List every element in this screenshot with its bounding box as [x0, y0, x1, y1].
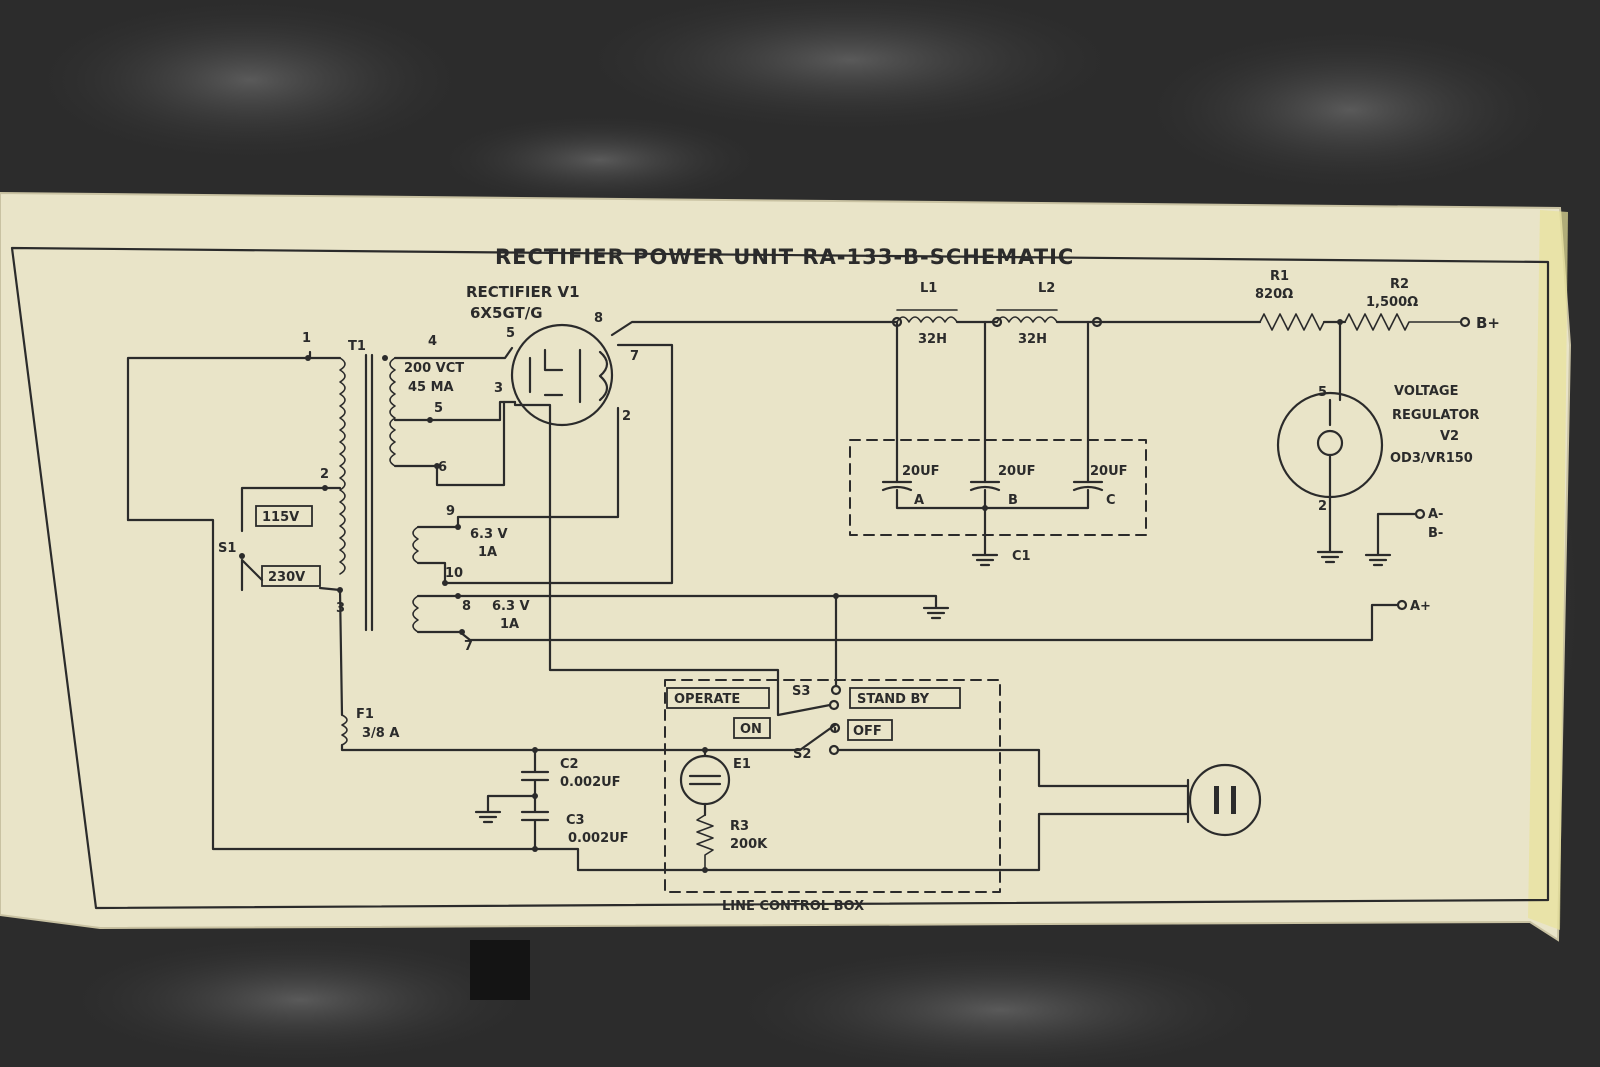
reg-line3: V2	[1440, 429, 1459, 444]
schematic-border	[10, 246, 1550, 910]
c2-value: 0.002UF	[560, 775, 621, 790]
fil2-current: 1A	[500, 617, 519, 632]
choke-l1-value: 32H	[918, 332, 947, 347]
terminal-bminus: B-	[1428, 526, 1443, 541]
tap-10: 10	[445, 566, 463, 581]
r1-value: 820Ω	[1255, 287, 1293, 302]
cap-b-tag: B	[1008, 493, 1018, 508]
tap-6: 6	[438, 460, 447, 475]
paper-label	[0, 191, 1572, 942]
schematic-title: RECTIFIER POWER UNIT RA-133-B-SCHEMATIC	[495, 245, 1074, 269]
c2-name: C2	[560, 757, 579, 772]
reg-pin-5: 5	[1318, 385, 1327, 400]
tube-pin-5: 5	[506, 326, 515, 341]
fuse-name: F1	[356, 707, 374, 722]
ac-plug	[1186, 763, 1262, 837]
operate-box	[666, 687, 770, 709]
tap-5: 5	[434, 401, 443, 416]
reg-line2: REGULATOR	[1392, 408, 1479, 423]
r1-name: R1	[1270, 269, 1289, 284]
lamp-label: E1	[733, 757, 751, 772]
on-box	[733, 717, 771, 739]
hv-current: 45 MA	[408, 380, 454, 395]
r3-name: R3	[730, 819, 749, 834]
tap-1: 1	[302, 331, 311, 346]
fil2-voltage: 6.3 V	[492, 599, 530, 614]
fuse-rating: 3/8 A	[362, 726, 399, 741]
cap-a-tag: A	[914, 493, 924, 508]
r2-value: 1,500Ω	[1366, 295, 1418, 310]
s2-label: S2	[793, 747, 811, 762]
cap-ground-label: C1	[1012, 549, 1031, 564]
on-label: ON	[740, 722, 762, 737]
cap-c-value: 20UF	[1090, 464, 1128, 479]
off-box	[847, 719, 893, 741]
terminal-bplus: B+	[1476, 314, 1500, 332]
tube-type: 6X5GT/G	[470, 304, 543, 322]
reg-line4: OD3/VR150	[1390, 451, 1473, 466]
fil1-voltage: 6.3 V	[470, 527, 508, 542]
reg-line1: VOLTAGE	[1394, 384, 1459, 399]
transformer-name: T1	[348, 339, 366, 354]
tube-pin-8: 8	[594, 311, 603, 326]
r2-name: R2	[1390, 277, 1409, 292]
tap-2: 2	[320, 467, 329, 482]
standby-label: STAND BY	[857, 692, 930, 707]
cap-c-tag: C	[1106, 493, 1116, 508]
terminal-aminus: A-	[1428, 507, 1443, 522]
sel-115v-box	[255, 505, 313, 527]
s1-label: S1	[218, 541, 236, 556]
tube-name: RECTIFIER V1	[466, 283, 580, 301]
cap-b-value: 20UF	[998, 464, 1036, 479]
reg-pin-2: 2	[1318, 499, 1327, 514]
line-control-box	[664, 679, 1001, 893]
off-label: OFF	[853, 724, 882, 739]
c3-name: C3	[566, 813, 585, 828]
tube-pin-2: 2	[622, 409, 631, 424]
sel-115v: 115V	[262, 510, 299, 525]
sel-230v-box	[261, 565, 321, 587]
standby-box	[849, 687, 961, 709]
sel-230v: 230V	[268, 570, 305, 585]
tap-7: 7	[464, 639, 473, 654]
choke-l2-name: L2	[1038, 281, 1055, 296]
tube-pin-3: 3	[494, 381, 503, 396]
fil1-current: 1A	[478, 545, 497, 560]
s3-label: S3	[792, 684, 810, 699]
tap-4: 4	[428, 334, 437, 349]
rectifier-tube	[510, 323, 614, 427]
hv-rating: 200 VCT	[404, 361, 464, 376]
transformer-t1: T1	[339, 339, 419, 633]
choke-l2-value: 32H	[1018, 332, 1047, 347]
cap-a-value: 20UF	[902, 464, 940, 479]
control-box-label: LINE CONTROL BOX	[722, 899, 864, 914]
tube-pin-7: 7	[630, 349, 639, 364]
r3-value: 200K	[730, 837, 768, 852]
c3-value: 0.002UF	[568, 831, 629, 846]
operate-label: OPERATE	[674, 692, 740, 707]
choke-l1-name: L1	[920, 281, 937, 296]
tap-8: 8	[462, 599, 471, 614]
terminal-aplus: A+	[1410, 599, 1431, 614]
tap-9: 9	[446, 504, 455, 519]
filter-cap-can	[849, 439, 1147, 536]
